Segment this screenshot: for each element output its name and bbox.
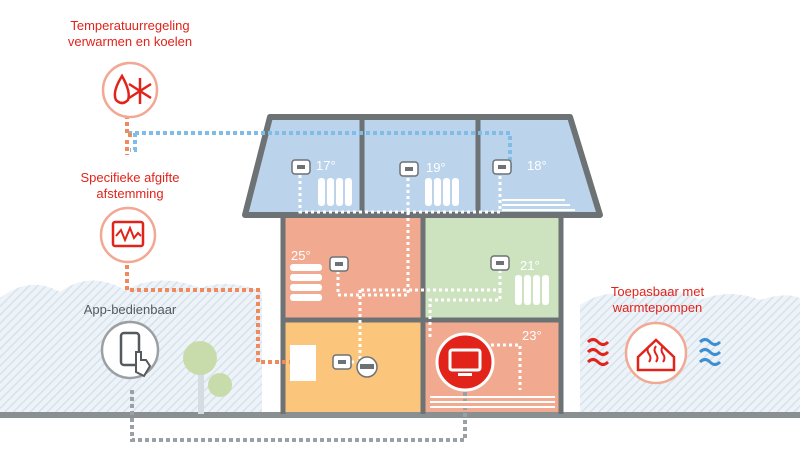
snowflake-drop-icon — [101, 61, 159, 119]
temp-ground-right: 23° — [522, 328, 542, 343]
feature-app: App-bedienbaar — [83, 302, 177, 317]
ground-line — [0, 412, 800, 418]
pipe-blue — [128, 131, 512, 168]
thermostat-dots — [297, 165, 506, 364]
controller-icon — [435, 332, 495, 392]
temp-attic-left: 17° — [316, 158, 336, 173]
temp-first-left: 25° — [291, 248, 311, 263]
signal-monitor-icon — [99, 206, 157, 264]
tree — [183, 341, 232, 414]
feature-heating-cooling: Temperatuurregeling verwarmen en koelen — [67, 18, 193, 49]
background-landscape-right — [580, 290, 800, 415]
pipe-gray — [130, 390, 467, 442]
house-walls — [280, 215, 564, 414]
phone-app-icon — [100, 320, 160, 380]
feature-heat-pumps: Toepasbaar met warmtepompen — [610, 284, 705, 315]
heat-waves-icon — [586, 338, 610, 366]
floor-heating — [430, 199, 575, 408]
temp-first-right: 21° — [520, 258, 540, 273]
control-unit — [290, 345, 316, 381]
feature-specific-output: Specifieke afgifte afstemming — [80, 170, 180, 201]
cool-waves-icon — [698, 338, 722, 366]
radiator-icons — [290, 178, 549, 305]
temp-attic-mid: 19° — [426, 160, 446, 175]
heat-pump-icon — [624, 321, 688, 385]
temp-attic-right: 18° — [527, 158, 547, 173]
